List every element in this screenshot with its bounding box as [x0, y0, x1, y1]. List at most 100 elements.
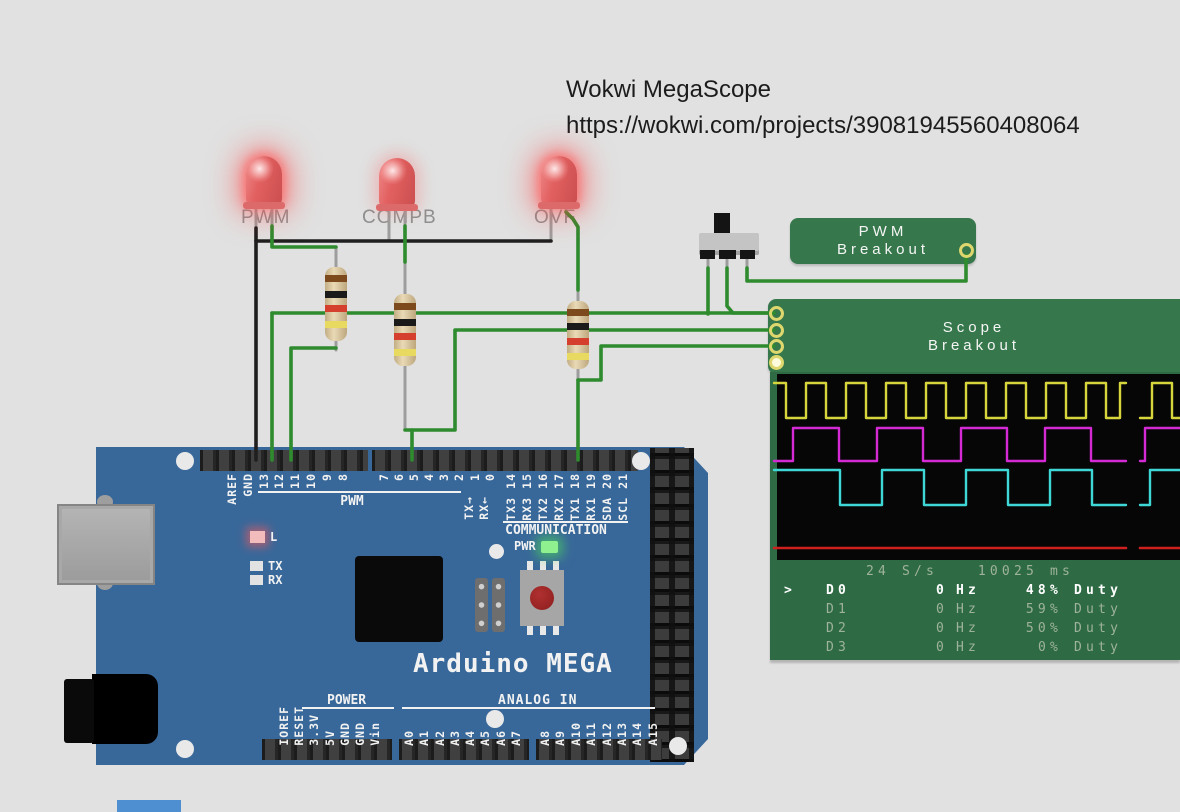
mounting-hole: [486, 710, 504, 728]
led-pwm[interactable]: [243, 156, 285, 210]
led-flange: [376, 204, 418, 211]
power-section-label: POWER: [327, 693, 367, 708]
scope-channel-row-d2[interactable]: D2 0 Hz 50% Duty: [784, 621, 1122, 640]
pin-label: 12: [272, 473, 287, 489]
scope-channel-row-d0[interactable]: > D0 0 Hz 48% Duty: [784, 583, 1122, 602]
pin-label: A14: [630, 722, 645, 746]
pin-label: A4: [463, 730, 478, 746]
pin-label: A0: [402, 730, 416, 746]
mounting-hole: [489, 544, 504, 559]
pwm-breakout-label-1: PWM: [858, 223, 908, 240]
signal-wire: [270, 224, 338, 249]
reset-button-cap[interactable]: [530, 586, 554, 610]
resistor-band: [394, 349, 416, 356]
pwm-breakout-board[interactable]: PWM Breakout: [790, 218, 976, 264]
onboard-led-rx: [250, 575, 263, 585]
scope-breakout-pin-d3[interactable]: [769, 355, 784, 370]
pin-header-digital-2[interactable]: [372, 450, 502, 471]
pin-label: A7: [509, 730, 524, 746]
pin-label: RX3: [520, 497, 534, 521]
channel-freq-unit: Hz: [956, 621, 981, 636]
reset-button-leg: [553, 624, 559, 635]
mounting-hole: [176, 740, 194, 758]
scope-breakout-pin-d1[interactable]: [769, 323, 784, 338]
pin-label: 3.3V: [307, 714, 322, 746]
led-bulb: [379, 158, 415, 207]
pin-label: 6: [392, 473, 407, 481]
pin-label: A11: [584, 722, 599, 746]
scope-channel-row-d1[interactable]: D1 0 Hz 59% Duty: [784, 602, 1122, 621]
pin-header-analog-1[interactable]: [399, 739, 529, 760]
signal-wire: [576, 344, 776, 382]
resistor-1[interactable]: [325, 267, 347, 341]
pin-label: 20: [600, 473, 614, 489]
silk-divider-power: [302, 707, 394, 709]
pin-label: A12: [599, 722, 614, 746]
channel-name: D2: [826, 621, 851, 636]
pwm-breakout-label-2: Breakout: [836, 241, 930, 258]
wokwi-footer-fragment: [117, 800, 181, 812]
pin-header-communication[interactable]: [500, 450, 638, 471]
pin-label: RX1: [584, 497, 598, 521]
pin-label: RESET: [292, 706, 307, 746]
channel-duty: 50%: [1025, 621, 1062, 636]
pwm-section-label: PWM: [340, 494, 364, 509]
pin-label: 19: [584, 473, 598, 489]
resistor-band: [325, 321, 347, 328]
led-rx-label: RX: [268, 573, 283, 587]
pin-label: 8: [335, 473, 350, 481]
scope-cursor-slot: [784, 621, 826, 640]
pin-label: 2: [452, 473, 467, 481]
pin-label: GND: [337, 722, 352, 746]
resistor-band: [394, 319, 416, 326]
mounting-hole: [669, 737, 687, 755]
scope-channel-row-d3[interactable]: D3 0 Hz 0% Duty: [784, 640, 1122, 659]
channel-freq-unit: Hz: [956, 640, 981, 655]
pin-label: TX1: [568, 497, 582, 521]
pin-label: A9: [553, 730, 568, 746]
pin-label: 21: [616, 473, 630, 489]
resistor-3[interactable]: [567, 301, 589, 369]
scope-time: 10025: [977, 564, 1038, 579]
channel-name: D0: [826, 583, 851, 598]
pin-label: GND: [240, 473, 255, 497]
switch-pad: [700, 250, 715, 259]
led-compb[interactable]: [376, 158, 418, 212]
power-jack-cap: [64, 679, 94, 743]
reset-button[interactable]: [520, 570, 564, 626]
resistor-band: [325, 291, 347, 298]
channel-duty-label: Duty: [1074, 583, 1123, 598]
switch-pad: [740, 250, 755, 259]
pin-label: A3: [447, 730, 462, 746]
pin-label: 0: [482, 473, 497, 481]
pin-header-analog-2[interactable]: [536, 739, 662, 760]
slide-switch[interactable]: [699, 233, 759, 255]
resistor-band: [567, 323, 589, 330]
pin-label: AREF: [225, 473, 239, 505]
signal-wire: [403, 328, 776, 432]
scope-sample-rate-unit: S/s: [902, 564, 939, 579]
channel-name: D1: [826, 602, 851, 617]
mcu-chip: [355, 556, 443, 642]
pin-header-digital-22-53[interactable]: [650, 448, 694, 762]
led-ovf[interactable]: [538, 156, 580, 210]
communication-section-label: COMMUNICATION: [505, 523, 607, 538]
pin-header-power[interactable]: [262, 739, 392, 760]
scope-waveform-screen: [777, 374, 1180, 560]
slide-switch-knob[interactable]: [714, 213, 730, 237]
channel-duty: 0%: [1037, 640, 1062, 655]
scope-breakout-board[interactable]: Scope Breakout: [768, 299, 1180, 374]
pin-label: A5: [478, 730, 493, 746]
scope-breakout-pin-d2[interactable]: [769, 339, 784, 354]
icsp-header: [492, 578, 505, 632]
pin-header-digital-1[interactable]: [200, 450, 368, 471]
scope-time-unit: ms: [1050, 564, 1075, 579]
pwm-breakout-pin[interactable]: [959, 243, 974, 258]
resistor-2[interactable]: [394, 294, 416, 366]
scope-breakout-pin-d0[interactable]: [769, 306, 784, 321]
pin-label: 1: [467, 473, 482, 481]
channel-duty-label: Duty: [1074, 621, 1123, 636]
